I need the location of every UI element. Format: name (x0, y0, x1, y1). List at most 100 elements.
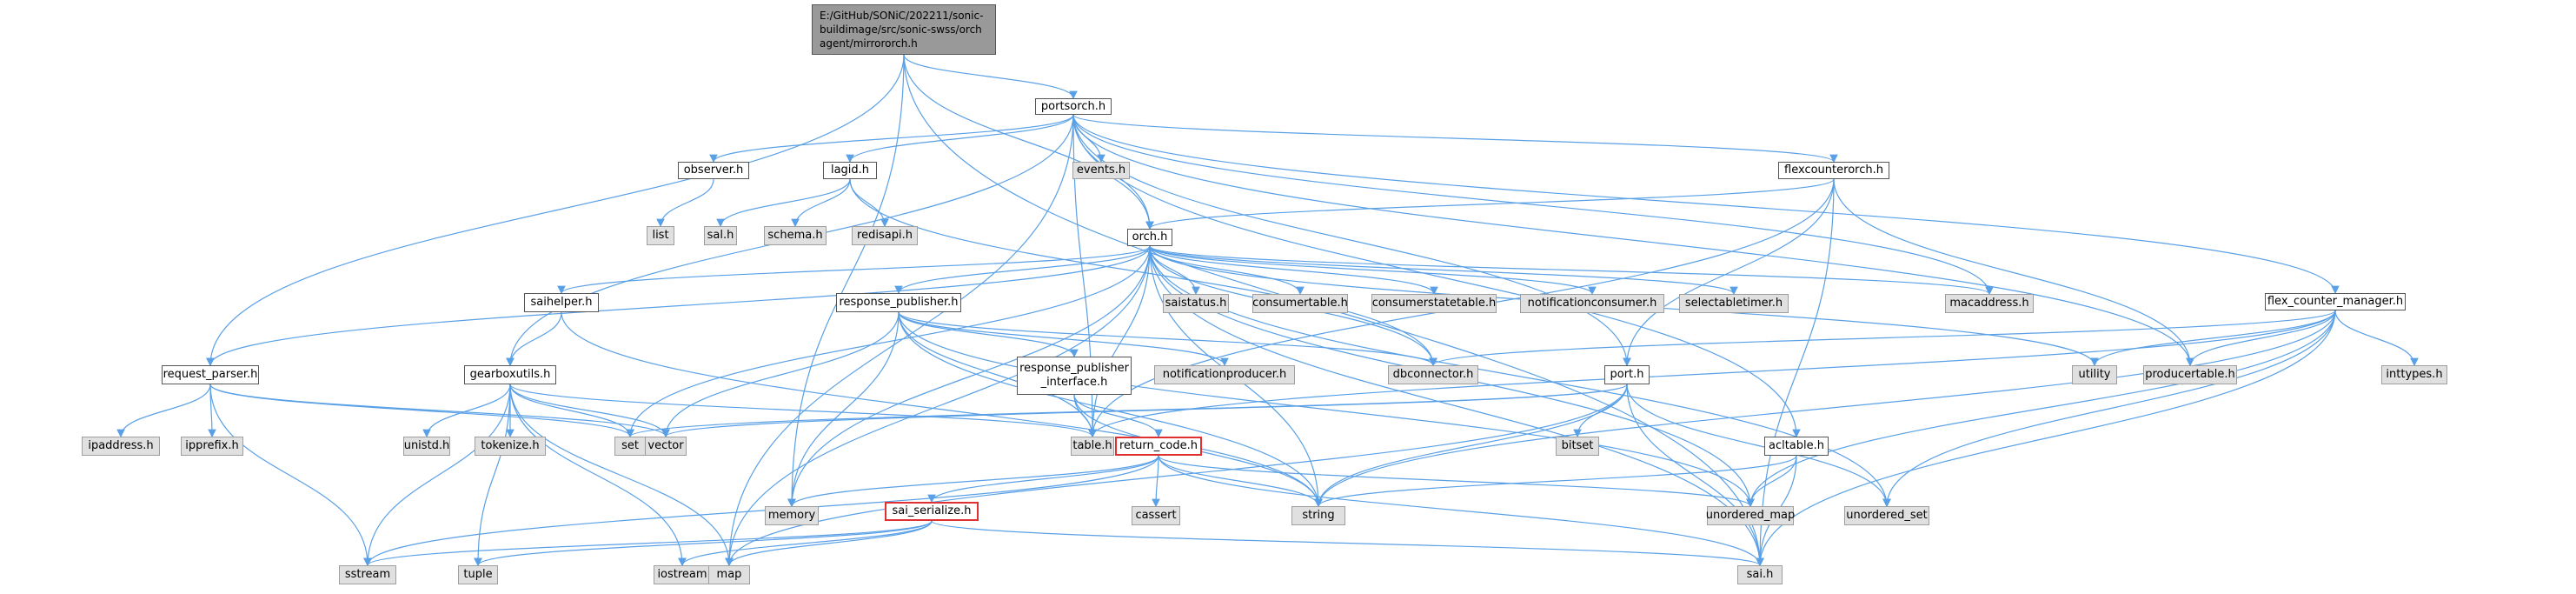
edge-root-to-memory (787, 54, 905, 508)
edge-flexcounterorch-to-producertable (1833, 178, 2194, 367)
node-label: orch.h (1132, 230, 1168, 244)
node-return-code[interactable]: return_code.h (1115, 437, 1202, 456)
edge-return_code-to-sstream (363, 455, 1159, 567)
node-label: flexcounterorch.h (1784, 164, 1883, 177)
edge-flex_counter_manager-to-producertable (2186, 310, 2336, 367)
node-sstream: sstream (339, 565, 396, 584)
edge-gearboxutils-to-table (509, 384, 1097, 438)
node-sai-serialize[interactable]: sai_serialize.h (885, 502, 979, 521)
edge-port-to-sai (1626, 384, 1764, 567)
node-gearboxutils[interactable]: gearboxutils.h (464, 365, 556, 384)
node-flex-counter-manager[interactable]: flex_counter_manager.h (2265, 293, 2406, 310)
edge-portsorch-to-flexcounterorch (1072, 114, 1838, 164)
node-observer[interactable]: observer.h (678, 162, 749, 179)
edge-response_publisher-to-response_publisher_interface (898, 311, 1079, 358)
edge-orch-to-saihelper (557, 245, 1151, 295)
node-producertable: producertable.h (2143, 365, 2237, 384)
edge-sai_serialize-to-tuple (474, 520, 933, 567)
edge-root-to-request_parser (206, 54, 905, 367)
node-bitset: bitset (1556, 437, 1599, 456)
edge-request_parser-to-ipaddress (116, 384, 211, 438)
node-cassert: cassert (1132, 506, 1180, 525)
node-response-publisher-interface[interactable]: response_publisher_interface.h (1017, 357, 1132, 395)
node-label: lagid.h (830, 164, 870, 177)
edge-orch-to-consumerstatetable (1149, 245, 1438, 296)
node-set: set (614, 437, 646, 456)
edge-gearboxutils-to-set (509, 384, 634, 438)
node-label: response_publisher.h (839, 296, 959, 309)
edge-sai_serialize-to-map (725, 520, 933, 567)
node-lagid[interactable]: lagid.h (823, 162, 877, 179)
node-label: table.h (1072, 439, 1112, 452)
node-label: portsorch.h (1040, 99, 1106, 113)
node-notificationconsumer: notificationconsumer.h (1520, 294, 1664, 313)
node-label: observer.h (683, 164, 744, 177)
edge-port-to-unordered_set (1626, 384, 1891, 508)
edge-return_code-to-string (1158, 455, 1323, 508)
edge-orch-to-map (725, 245, 1151, 567)
node-label: consumertable.h (1252, 297, 1348, 310)
node-label: ipprefix.h (185, 439, 239, 452)
node-label: notificationconsumer.h (1527, 297, 1657, 310)
node-consumerstatetable: consumerstatetable.h (1371, 294, 1497, 313)
edge-flex_counter_manager-to-dbconnector (1429, 310, 2336, 367)
node-iostream: iostream (654, 565, 711, 584)
edge-flexcounterorch-to-sai (1756, 178, 1835, 567)
node-label: cassert (1135, 509, 1177, 522)
node-label: schema.h (767, 229, 823, 242)
node-label: saihelper.h (530, 296, 593, 309)
edge-orch-to-notificationconsumer (1149, 245, 1597, 296)
node-flexcounterorch[interactable]: flexcounterorch.h (1778, 162, 1889, 179)
node-schema: schema.h (764, 226, 827, 245)
node-orch[interactable]: orch.h (1127, 229, 1172, 246)
edge-portsorch-to-flex_counter_manager (1072, 114, 2340, 295)
node-saihelper[interactable]: saihelper.h (524, 293, 599, 312)
edge-lagid-to-schema (791, 178, 851, 228)
node-response-publisher[interactable]: response_publisher.h (836, 293, 961, 312)
node-label: unistd.h (403, 439, 450, 452)
edge-lagid-to-dbconnector (849, 178, 1437, 367)
node-sai: sai.h (1737, 565, 1783, 584)
edge-root-to-portsorch (903, 54, 1078, 100)
node-vector: vector (645, 437, 687, 456)
node-root[interactable]: E:/GitHub/SONiC/202211/sonic-buildimage/… (812, 4, 996, 55)
edge-gearboxutils-to-map (509, 384, 734, 567)
edge-portsorch-to-macaddress (1072, 114, 1994, 296)
node-label: flex_counter_manager.h (2267, 295, 2404, 308)
node-label: sal.h (707, 229, 734, 242)
node-label: list (652, 229, 669, 242)
edge-portsorch-to-map (725, 114, 1074, 567)
edge-saihelper-to-gearboxutils (506, 311, 562, 367)
node-tokenize: tokenize.h (475, 437, 546, 456)
edge-flex_counter_manager-to-inttypes (2334, 310, 2419, 367)
edge-root-to-orch (903, 54, 1154, 230)
node-portsorch[interactable]: portsorch.h (1035, 98, 1112, 115)
node-label: map (716, 568, 742, 581)
node-label: macaddress.h (1949, 297, 2029, 310)
node-port[interactable]: port.h (1604, 365, 1650, 384)
node-label: bitset (1561, 439, 1594, 452)
node-dbconnector: dbconnector.h (1388, 365, 1478, 384)
edge-saihelper-to-string (561, 311, 1323, 508)
edge-request_parser-to-set (209, 384, 634, 438)
edge-orch-to-response_publisher (894, 245, 1151, 295)
edge-sai_serialize-to-iostream (678, 520, 933, 567)
edge-flex_counter_manager-to-sai (1756, 310, 2336, 567)
edge-return_code-to-sai_serialize (927, 455, 1159, 504)
node-label: E:/GitHub/SONiC/202211/sonic-buildimage/… (820, 10, 984, 50)
edge-request_parser-to-sstream (209, 384, 372, 567)
node-saistatus: saistatus.h (1163, 294, 1229, 313)
node-consumertable: consumertable.h (1252, 294, 1348, 313)
node-unordered-set: unordered_set (1844, 506, 1929, 525)
edge-return_code-to-unordered_map (1158, 455, 1755, 508)
node-inttypes: inttypes.h (2381, 365, 2447, 384)
node-utility: utility (2072, 365, 2117, 384)
edge-portsorch-to-observer (709, 114, 1074, 164)
node-request-parser[interactable]: request_parser.h (162, 365, 259, 384)
node-ipaddress: ipaddress.h (82, 437, 160, 456)
node-label: redisapi.h (857, 229, 913, 242)
node-label: tuple (463, 568, 493, 581)
node-acltable[interactable]: acltable.h (1764, 437, 1829, 456)
